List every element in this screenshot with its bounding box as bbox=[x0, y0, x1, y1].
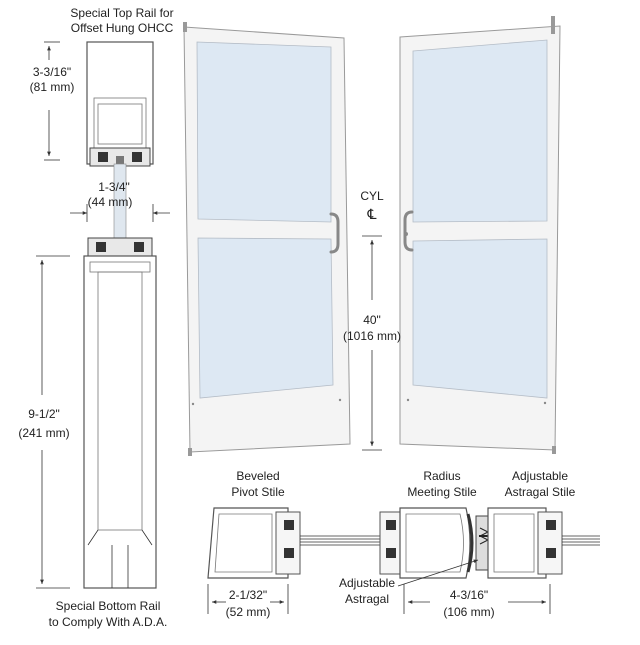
bottom-rail-profile bbox=[83, 255, 157, 589]
beveled-stile-chamber bbox=[214, 513, 273, 573]
astragal-screw-thread bbox=[478, 527, 490, 545]
bottom-rail-inner-chamber bbox=[97, 271, 143, 531]
left-door-screw-2 bbox=[338, 398, 342, 402]
dim-bottom-inch: 9-1/2" bbox=[28, 407, 60, 421]
cyl-dim-inch: 40" bbox=[363, 313, 381, 327]
radius-stile-gasket-bottom bbox=[386, 548, 396, 558]
beveled-pivot-stile-section: Beveled Pivot Stile 2-1/32" (52 mm) bbox=[207, 469, 346, 619]
dim-pivot-inch: 2-1/32" bbox=[229, 588, 267, 602]
top-rail-glass-edge bbox=[116, 156, 124, 166]
adj-astragal-leader bbox=[397, 559, 479, 587]
top-rail-inner-chamber bbox=[97, 103, 143, 145]
dim-thick-mm: (44 mm) bbox=[88, 195, 133, 209]
radius-stile-profile bbox=[399, 507, 471, 579]
cyl-centerline-symbol: ℄ bbox=[367, 206, 377, 222]
beveled-stile-profile bbox=[207, 507, 289, 579]
bottom-rail-title-line1: Special Bottom Rail bbox=[56, 599, 161, 613]
left-door-lower-glass bbox=[197, 237, 334, 399]
bottom-rail-gasket-left bbox=[96, 242, 106, 252]
right-door-lower-glass bbox=[412, 238, 548, 399]
cyl-dim-mm: (1016 mm) bbox=[343, 329, 401, 343]
adj-astragal-stile-chamber bbox=[493, 513, 535, 573]
bottom-rail-section: 9-1/2" (241 mm) Special Bottom Rail to C… bbox=[18, 237, 168, 629]
left-door-leaf bbox=[183, 22, 351, 456]
right-door-screw-2 bbox=[406, 398, 410, 402]
beveled-title-line2: Pivot Stile bbox=[231, 485, 285, 499]
adj-astragal-label-line2: Astragal bbox=[345, 592, 389, 606]
right-door-leaf bbox=[399, 16, 561, 454]
top-rail-title-line1: Special Top Rail for bbox=[70, 6, 173, 20]
bottom-rail-title-line2: to Comply With A.D.A. bbox=[49, 615, 168, 629]
adj-stile-title-line1: Adjustable bbox=[512, 469, 568, 483]
top-rail-gasket-right bbox=[132, 152, 142, 162]
left-door-screw-1 bbox=[191, 402, 195, 406]
left-door-top-pivot bbox=[183, 22, 187, 32]
radius-title-line1: Radius bbox=[423, 469, 460, 483]
radius-stile-chamber bbox=[405, 513, 464, 573]
beveled-stile-gasket-top bbox=[284, 520, 294, 530]
dim-top-mm: (81 mm) bbox=[30, 80, 75, 94]
left-door-bottom-pivot bbox=[188, 448, 192, 456]
bottom-rail-gasket-right bbox=[134, 242, 144, 252]
right-door-screw-1 bbox=[543, 401, 547, 405]
cyl-label: CYL bbox=[360, 189, 384, 203]
top-rail-gasket-left bbox=[98, 152, 108, 162]
left-door-upper-glass bbox=[196, 41, 332, 223]
thickness-dimension: 1-3/4" (44 mm) bbox=[70, 180, 170, 222]
right-door-lock-cylinder bbox=[404, 232, 408, 236]
beveled-stile-gasket-bottom bbox=[284, 548, 294, 558]
adj-astragal-stile-profile bbox=[487, 507, 547, 579]
top-rail-title-line2: Offset Hung OHCC bbox=[71, 21, 174, 35]
bottom-rail-flare-right bbox=[141, 529, 153, 546]
dim-meet-inch: 4-3/16" bbox=[450, 588, 488, 602]
dim-thick-inch: 1-3/4" bbox=[98, 180, 130, 194]
right-door-pull-handle bbox=[403, 210, 414, 252]
adj-stile-title-line2: Astragal Stile bbox=[505, 485, 576, 499]
adj-astragal-label-line1: Adjustable bbox=[339, 576, 395, 590]
cylinder-height-dimension: CYL ℄ 40" (1016 mm) bbox=[343, 189, 401, 451]
bottom-rail-flare-left bbox=[87, 529, 99, 546]
left-door-pull-handle bbox=[329, 212, 340, 254]
astragal-weatherstrip bbox=[466, 513, 474, 573]
dim-top-inch: 3-3/16" bbox=[33, 65, 71, 79]
dim-bottom-mm: (241 mm) bbox=[18, 426, 69, 440]
dim-meet-mm: (106 mm) bbox=[443, 605, 494, 619]
radius-stile-gasket-top bbox=[386, 520, 396, 530]
adj-stile-gasket-bottom bbox=[546, 548, 556, 558]
adj-stile-gasket-top bbox=[546, 520, 556, 530]
right-door-bottom-pivot bbox=[552, 446, 556, 454]
radius-title-line2: Meeting Stile bbox=[407, 485, 477, 499]
right-door-top-pivot bbox=[551, 16, 555, 34]
beveled-title-line1: Beveled bbox=[236, 469, 279, 483]
top-rail-profile bbox=[86, 41, 154, 165]
dim-pivot-mm: (52 mm) bbox=[226, 605, 271, 619]
meeting-stiles-section: Radius Meeting Stile Adjustable Astragal… bbox=[339, 469, 600, 619]
beveled-stile-glazing-pocket bbox=[275, 511, 301, 575]
right-door-upper-glass bbox=[412, 39, 548, 223]
top-rail-section: Special Top Rail for Offset Hung OHCC 3-… bbox=[30, 6, 174, 167]
